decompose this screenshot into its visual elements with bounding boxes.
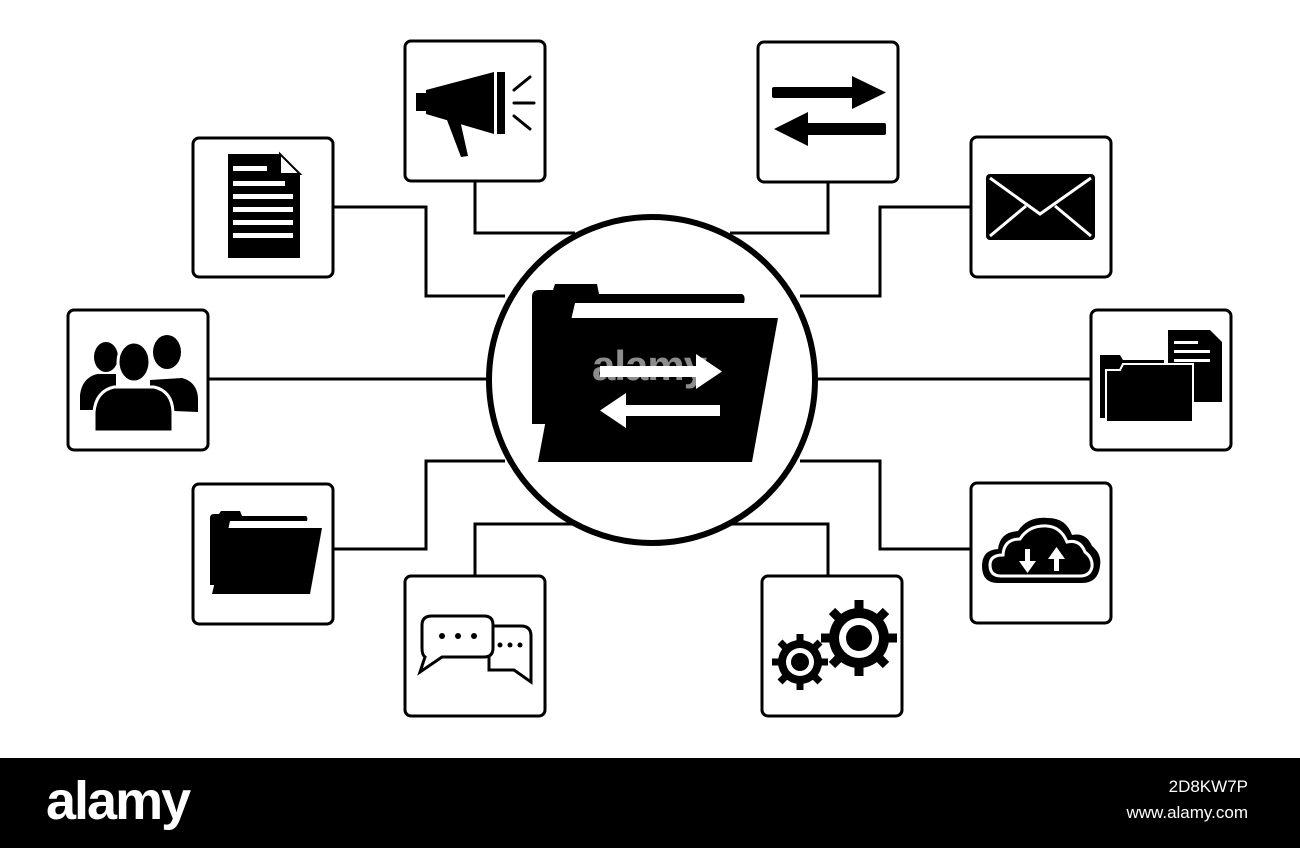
transfer-arrows-icon	[772, 76, 886, 146]
node-transfer	[756, 40, 900, 184]
image-url: www.alamy.com	[1126, 803, 1248, 822]
connector-envelope	[800, 205, 971, 298]
megaphone-icon	[416, 72, 536, 157]
hub-diagram	[66, 39, 1233, 718]
connector-folder	[333, 459, 505, 551]
connector-document	[333, 205, 505, 298]
chat-bubbles-icon	[417, 614, 533, 685]
footer-bar: alamy 2D8KW7P www.alamy.com	[0, 758, 1300, 848]
connector-megaphone	[473, 182, 575, 235]
document-icon	[228, 151, 303, 258]
diagram-canvas: alamy	[66, 39, 1233, 718]
connector-transfer	[730, 183, 830, 235]
cloud-sync-icon	[982, 517, 1101, 583]
folder-icon	[210, 511, 322, 594]
folder-transfer-icon	[532, 284, 778, 462]
gears-icon	[772, 600, 897, 690]
folder-documents-icon	[1100, 330, 1222, 423]
user-group-icon	[80, 335, 198, 434]
connector-gears	[730, 522, 830, 576]
connector-chat	[473, 522, 575, 576]
alamy-logo: alamy	[46, 771, 191, 831]
image-info: 2D8KW7P www.alamy.com	[1126, 774, 1248, 826]
connector-lines	[208, 182, 1090, 576]
envelope-icon	[986, 174, 1095, 240]
watermark-text: alamy	[592, 342, 707, 389]
central-hub	[486, 214, 818, 546]
image-id: 2D8KW7P	[1168, 777, 1248, 796]
connector-cloud	[800, 459, 971, 551]
